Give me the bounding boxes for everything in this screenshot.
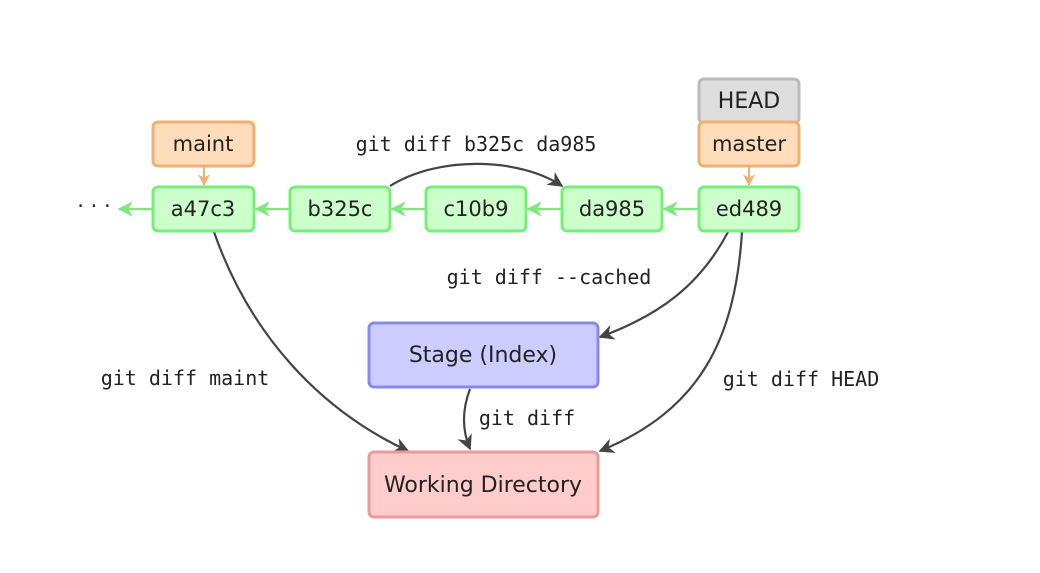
arrow-diff-commits xyxy=(389,162,564,187)
cmd-diff-maint: git diff maint xyxy=(101,366,270,390)
commit-ed489-label: ed489 xyxy=(716,197,782,221)
arrow-diff-head xyxy=(598,231,744,453)
commit-b325c: b325c xyxy=(288,185,392,233)
arrow-diff-plain xyxy=(457,388,472,451)
branch-maint: maint xyxy=(151,120,256,168)
commit-b325c-label: b325c xyxy=(308,197,373,221)
working-directory-box: Working Directory xyxy=(367,450,600,519)
cmd-diff-commits: git diff b325c da985 xyxy=(356,132,597,156)
history-ellipsis: · · · xyxy=(77,194,110,218)
commit-da985: da985 xyxy=(560,185,664,233)
cmd-diff-plain: git diff xyxy=(479,406,575,430)
commit-da985-label: da985 xyxy=(579,197,645,221)
stage-index-label: Stage (Index) xyxy=(409,343,557,368)
arrow-diff-cached xyxy=(598,231,729,340)
arrow-diff-maint xyxy=(212,231,410,453)
commit-c10b9: c10b9 xyxy=(424,185,528,233)
stage-index-box: Stage (Index) xyxy=(367,321,600,389)
commit-ed489: ed489 xyxy=(697,185,801,233)
head-label: HEAD xyxy=(718,89,780,114)
branch-master: master xyxy=(697,120,801,168)
commit-c10b9-label: c10b9 xyxy=(444,197,509,221)
commit-a47c3: a47c3 xyxy=(151,185,256,233)
cmd-diff-cached: git diff --cached xyxy=(447,265,652,289)
branch-master-label: master xyxy=(712,132,786,156)
working-directory-label: Working Directory xyxy=(384,473,582,498)
cmd-diff-head: git diff HEAD xyxy=(723,367,880,391)
commit-a47c3-label: a47c3 xyxy=(171,197,236,221)
head-ref: HEAD xyxy=(697,77,801,125)
branch-maint-label: maint xyxy=(173,132,234,156)
